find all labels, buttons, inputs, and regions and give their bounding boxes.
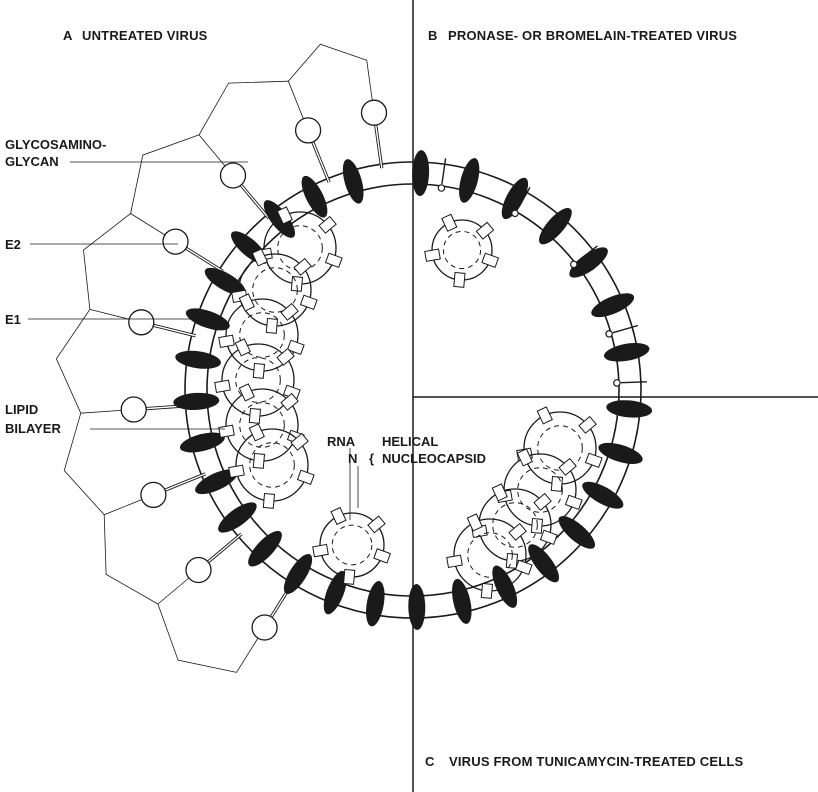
label-bilayer: BILAYER [5,421,61,436]
n-protein-a4-3 [239,384,254,401]
panel-c-title: VIRUS FROM TUNICAMYCIN-TREATED CELLS [449,754,744,769]
label-e2: E2 [5,237,21,252]
e2-knob-3 [121,397,146,422]
e2-fragment-4 [621,382,647,383]
capsid-inner-c3 [468,533,513,578]
n-protein-free-1 [344,569,355,584]
n-protein-b-2 [425,249,441,261]
label-helical: HELICAL [382,434,438,449]
e2-knob-0 [252,615,277,640]
panel-c-letter: C [425,754,435,769]
brace-glyph: { [369,451,374,466]
e2-stub-knob-3 [606,331,612,337]
gag-link-6 [199,81,288,135]
label-glycosaminoglycan-1: GLYCOSAMINO- [5,137,106,152]
panel-b-title: PRONASE- OR BROMELAIN-TREATED VIRUS [448,28,737,43]
gag-link-7 [288,44,366,81]
n-protein-a3-3 [235,339,250,356]
n-protein-free-2 [313,544,329,556]
e2-stub-knob-1 [512,210,518,216]
n-protein-a5-2 [229,465,245,477]
n-protein-c1-0 [566,495,583,509]
e1-protein-23 [596,439,645,469]
n-protein-c0-1 [551,476,562,491]
capsid-inner-b [443,231,480,268]
n-protein-c3-2 [447,555,463,567]
n-protein-a3-1 [249,408,260,423]
n-protein-a3-2 [215,380,231,392]
n-protein-a4-2 [219,425,235,437]
e1-protein-7 [173,392,220,411]
n-protein-c2-0 [541,530,558,544]
e1-protein-15 [411,150,430,197]
n-protein-c3-1 [481,583,492,598]
e1-protein-28 [448,577,475,626]
e1-protein-22 [606,398,653,419]
e1-protein-14 [339,157,368,206]
panel-a-title: UNTREATED VIRUS [82,28,208,43]
e2-stub-knob-4 [614,380,620,386]
n-protein-a4-1 [253,453,264,468]
gag-link-1 [104,515,158,604]
e1-protein-0 [363,580,388,628]
n-protein-a2-1 [253,363,264,378]
e1-protein-8 [174,348,222,371]
e2-knob-2 [141,482,166,507]
n-protein-a5-3 [249,424,264,441]
gag-link-2 [64,413,104,515]
n-protein-c3-0 [516,560,533,574]
capsid-inner-c0 [538,426,583,471]
e1-protein-29 [408,584,426,630]
n-protein-free-3 [331,508,346,525]
e1-protein-16 [455,156,483,205]
label-nucleocapsid: NUCLEOCAPSID [382,451,486,466]
e2-knob-4 [129,310,154,335]
e2-fragment-0 [442,158,446,184]
gag-link-0 [158,604,237,672]
gag-link-5 [131,135,199,214]
n-protein-a2-2 [219,335,235,347]
n-protein-a5-0 [298,470,315,484]
label-lipid: LIPID [5,402,38,417]
e2-knob-5 [163,229,188,254]
n-protein-free-0 [374,549,391,563]
e2-knob-8 [362,100,387,125]
n-protein-a1-0 [301,295,318,309]
panel-b-letter: B [428,28,438,43]
gag-link-3 [56,309,90,413]
e1-protein-4 [214,497,261,538]
label-glycosaminoglycan-2: GLYCAN [5,154,59,169]
n-protein-b-0 [482,253,499,267]
label-e1: E1 [5,312,21,327]
n-protein-a0-0 [326,253,343,267]
n-protein-c0-0 [586,453,603,467]
n-protein-a1-1 [266,318,277,333]
n-protein-b-1 [454,272,465,287]
e1-protein-21 [603,340,651,365]
e2-stub-knob-0 [438,185,444,191]
e2-knob-7 [296,118,321,143]
e2-knob-1 [186,558,211,583]
n-protein-c0-3 [537,407,552,424]
label-n: N [348,451,357,466]
e1-protein-2 [279,550,318,598]
panel-a-letter: A [63,28,73,43]
n-protein-b-3 [442,214,457,231]
capsid-inner-free [332,525,372,565]
e1-protein-24 [579,477,627,514]
e2-stub-knob-2 [571,261,577,267]
e2-knob-6 [221,163,246,188]
gag-link-4 [84,214,131,310]
label-rna: RNA [327,434,356,449]
n-protein-a5-1 [263,493,274,508]
